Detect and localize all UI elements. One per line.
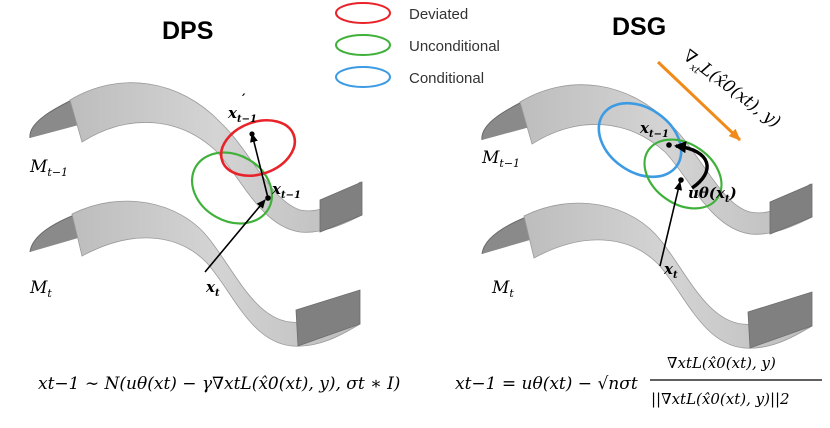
left-arrow-to-deviated	[250, 133, 269, 199]
left-deviated-ellipse	[219, 119, 297, 177]
right-gradient-label: ∇xtL(x̂0(xt), y)	[678, 46, 784, 134]
right-equation-denominator: ||∇xtL(x̂0(xt), y)||2	[651, 390, 790, 408]
legend: Deviated Unconditional Conditional	[335, 2, 500, 88]
right-equation-numerator: ∇xtL(x̂0(xt), y)	[667, 354, 776, 372]
right-manifold-upper-label: Mt−1	[481, 148, 520, 170]
right-title: DSG	[612, 13, 666, 41]
right-equation-lhs: xt−1 = uθ(xt) − √nσt	[455, 374, 638, 394]
left-equation: xt−1 ∼ N(uθ(xt) − γ∇xtL(x̂0(xt), y), σt …	[38, 374, 400, 394]
left-label-current: xt	[205, 278, 220, 299]
right-gradient-arrow	[656, 60, 742, 142]
left-unconditional-ellipse	[190, 151, 274, 225]
right-unconditional-ellipse	[643, 138, 723, 210]
left-manifold-upper-label: Mt−1	[29, 157, 68, 179]
legend-conditional-swatch	[335, 66, 391, 88]
right-point-mean-dot	[678, 177, 684, 183]
right-arrow-to-mean	[659, 181, 683, 267]
right-label-current: xt	[663, 260, 678, 281]
left-arrow-to-next	[204, 199, 266, 273]
right-equation: xt−1 = uθ(xt) − √nσt ∇xtL(x̂0(xt), y) ||…	[455, 354, 822, 408]
right-point-next-dot	[666, 142, 672, 148]
left-title: DPS	[162, 17, 213, 45]
right-label-mean: uθ(xt)	[688, 184, 737, 205]
right-conditional-ellipse	[597, 101, 683, 179]
left-label-deviated-prime: ′	[242, 92, 246, 107]
left-label-next: xt−1	[271, 180, 301, 201]
right-panel: Mt−1 Mt xt−1 uθ(xt) xt ∇xtL(x̂0(xt), y)	[481, 46, 813, 349]
left-manifold-upper-surface	[29, 82, 363, 233]
right-curved-arrow	[674, 141, 709, 190]
left-label-deviated: xt−1	[227, 104, 257, 125]
left-panel: Mt−1 Mt xt−1 ′ xt−1 xt	[29, 82, 363, 347]
legend-conditional-label: Conditional	[409, 70, 484, 87]
legend-unconditional-swatch	[335, 34, 391, 56]
right-manifold-lower-surface	[481, 202, 813, 349]
legend-unconditional-label: Unconditional	[409, 38, 500, 55]
legend-deviated-swatch	[335, 2, 391, 24]
left-manifold-lower-label: Mt	[29, 278, 52, 300]
legend-deviated-label: Deviated	[409, 6, 468, 23]
left-point-deviated-dot	[249, 131, 255, 137]
left-point-next-dot	[265, 195, 271, 201]
right-manifold-lower-label: Mt	[491, 278, 514, 300]
left-manifold-lower-surface	[29, 200, 361, 347]
right-label-next: xt−1	[639, 119, 669, 140]
